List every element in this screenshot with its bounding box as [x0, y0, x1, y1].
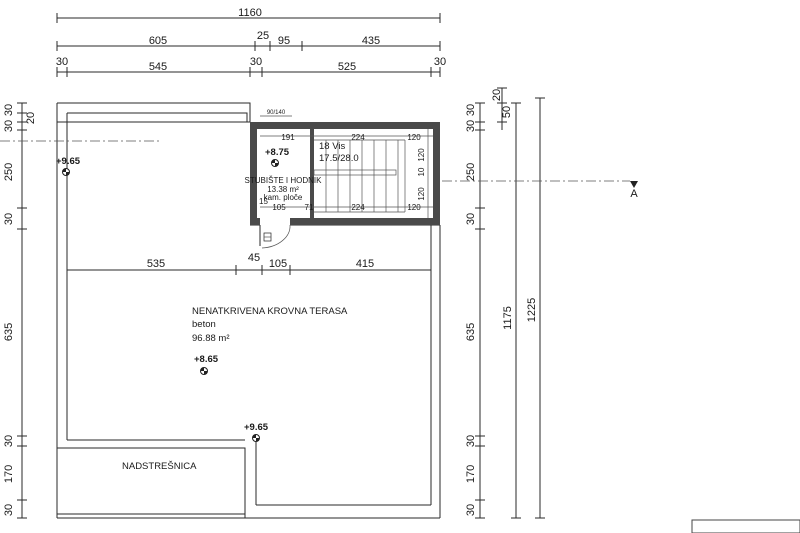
inner-dim-1: 535: [147, 258, 165, 270]
title-block-corner: [691, 519, 800, 533]
dim-row3-a: 30: [56, 56, 68, 68]
stair-right-dim-2: 10: [417, 167, 426, 176]
dim-right-total-1: 1175: [502, 306, 514, 330]
stair-right-dim-1: 120: [417, 148, 426, 162]
dim-row3-b: 545: [149, 61, 167, 73]
stair-top-dim-1: 191: [281, 133, 295, 142]
terrace-labels: NENATKRIVENA KROVNA TERASA beton 96.88 m…: [192, 306, 348, 375]
canopy-label: NADSTREŠNICA: [122, 461, 197, 472]
dim-right-extra-1: 20: [491, 89, 503, 101]
dim-right-6: 30: [465, 435, 477, 447]
terrace-area: 96.88 m²: [192, 333, 230, 344]
level-marker-icon: [200, 367, 208, 375]
door-label: 90/140: [267, 110, 286, 116]
stair-top-dim-3: 120: [407, 133, 421, 142]
top-dimension-chains: 1160 605 25 95 435 30 545 30 525 30: [56, 7, 446, 77]
stair-bottom-dim-2: 71: [305, 203, 314, 212]
stair-steps-count: 18 Vis: [319, 141, 345, 152]
stair-bottom-dim-3: 224: [351, 203, 365, 212]
level-marker-icon: [252, 434, 260, 442]
inner-dim-3: 105: [269, 258, 287, 270]
level-bottom-mid: +9.65: [244, 422, 269, 442]
dim-left-9: 30: [3, 504, 15, 516]
stair-level: +8.75: [265, 147, 290, 158]
dim-row2-b: 25: [257, 30, 269, 42]
dim-right-3: 250: [465, 163, 477, 181]
terrace-level: +8.65: [194, 354, 219, 365]
section-marker-label: A: [630, 188, 638, 200]
stair-right-dim-3: 120: [417, 187, 426, 201]
section-marker: A: [442, 180, 638, 200]
dim-overall: 1160: [238, 7, 262, 19]
stair-side-dim: 15: [259, 197, 268, 206]
dim-left-3: 20: [25, 112, 37, 124]
dim-row3-c: 30: [250, 56, 262, 68]
dim-right-total-2: 1225: [526, 298, 538, 322]
stair-room: 191 224 120 105 71 224 120 15 120 10 120…: [245, 110, 440, 249]
stair-bottom-dim-1: 105: [272, 203, 286, 212]
dim-left-1: 30: [3, 104, 15, 116]
dim-left-5: 30: [3, 213, 15, 225]
stair-room-name: STUBIŠTE I HODNIK: [245, 176, 323, 185]
level-bottom-mid-text: +9.65: [244, 422, 269, 433]
dim-right-4: 30: [465, 213, 477, 225]
left-dimension-chain: 30 30 20 250 30 635 30 170 30: [3, 102, 37, 519]
dim-row3-d: 525: [338, 61, 356, 73]
dim-row2-d: 435: [362, 35, 380, 47]
inner-dim-2: 45: [248, 252, 260, 264]
dim-row3-e: 30: [434, 56, 446, 68]
level-top-left-text: +9.65: [56, 156, 81, 167]
stair-treads: [313, 139, 406, 213]
stair-top-dim-2: 224: [351, 133, 365, 142]
stair-room-area: 13.38 m²: [267, 185, 299, 194]
dim-row2-c: 95: [278, 35, 290, 47]
dim-row2-a: 605: [149, 35, 167, 47]
dim-right-extra-2: 50: [501, 106, 513, 118]
dim-right-1: 30: [465, 104, 477, 116]
dim-left-6: 635: [3, 323, 15, 341]
stair-steps-size: 17.5/28.0: [319, 153, 359, 164]
stair-bottom-dim-4: 120: [407, 203, 421, 212]
right-dimension-chains: 30 30 250 30 635 30 170 30 20 50 1175 12…: [465, 87, 545, 519]
dim-left-8: 170: [3, 465, 15, 483]
dim-right-8: 30: [465, 504, 477, 516]
inner-dim-4: 415: [356, 258, 374, 270]
door-swing: [259, 224, 291, 249]
dim-left-7: 30: [3, 435, 15, 447]
dim-right-5: 635: [465, 323, 477, 341]
level-marker-icon: [62, 168, 70, 176]
terrace-name: NENATKRIVENA KROVNA TERASA: [192, 306, 348, 317]
level-marker-icon: [271, 159, 279, 167]
dim-left-4: 250: [3, 163, 15, 181]
terrace-material: beton: [192, 319, 216, 330]
dim-right-2: 30: [465, 120, 477, 132]
dim-left-2: 30: [3, 120, 15, 132]
dim-right-7: 170: [465, 465, 477, 483]
level-top-left: +9.65: [0, 140, 160, 176]
inner-dimension-row: 535 45 105 415: [66, 252, 432, 275]
stair-room-floor: kam. ploče: [264, 193, 303, 202]
